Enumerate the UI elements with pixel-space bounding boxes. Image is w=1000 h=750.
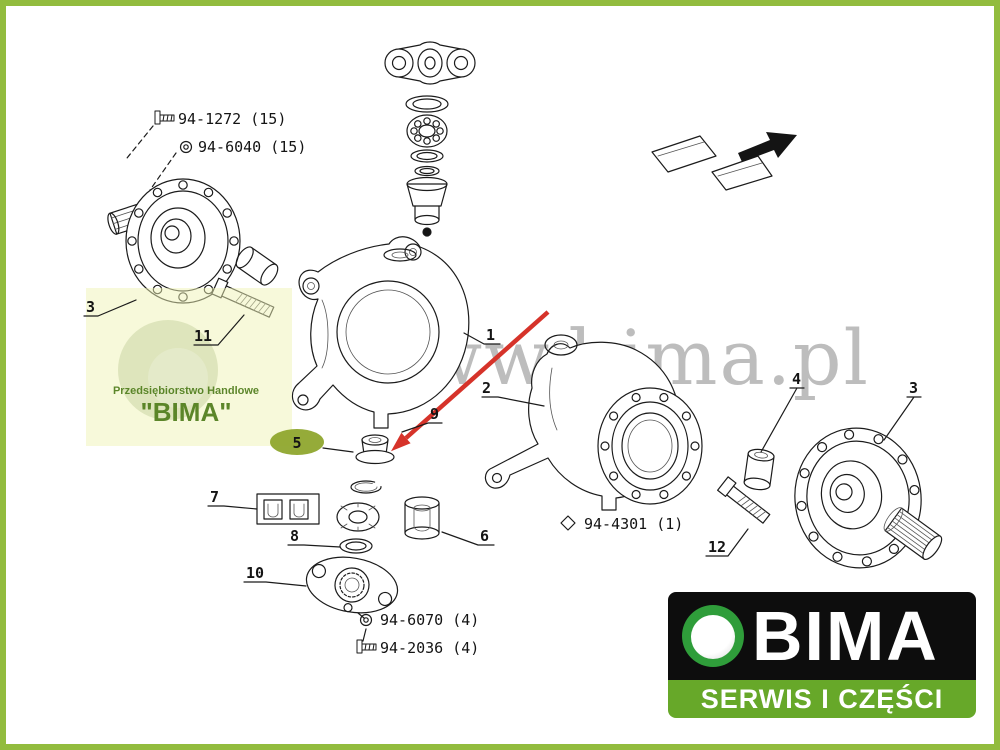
circlip-drawing xyxy=(350,480,382,494)
callout-3-left: 3 xyxy=(86,298,95,316)
diagram-linework xyxy=(107,41,943,642)
pointer-arrow xyxy=(391,310,550,452)
left-knuckle-drawing xyxy=(291,236,470,429)
logo-brand-text: BIMA xyxy=(752,597,939,675)
bushing-drawing xyxy=(235,246,279,286)
logo-ball-icon xyxy=(682,605,744,667)
spacer-cylinder-drawing xyxy=(404,496,440,540)
callout-4: 4 xyxy=(792,370,801,388)
direction-arrow-icon xyxy=(738,132,797,162)
washer-drawing xyxy=(339,538,373,554)
washer-icon xyxy=(359,613,373,627)
callout-5: 5 xyxy=(292,434,301,452)
callout-8: 8 xyxy=(290,527,299,545)
callout-10: 10 xyxy=(246,564,264,582)
seal-kit-box-drawing xyxy=(256,493,320,525)
callout-7: 7 xyxy=(210,488,219,506)
part-label-bottom-bolt: 94-2036 (4) xyxy=(380,639,479,657)
bolt-icon xyxy=(154,110,175,125)
company-watermark-name: "BIMA" xyxy=(140,397,231,427)
kingpin-cap-drawing xyxy=(355,434,395,465)
callout-1: 1 xyxy=(486,326,495,344)
dashed-leader-2 xyxy=(149,152,177,191)
part-label-top-bolt: 94-1272 (15) xyxy=(178,110,286,128)
callout-9: 9 xyxy=(430,405,439,423)
part-label-bottom-washer: 94-6070 (4) xyxy=(380,611,479,629)
washer-icon xyxy=(179,140,193,154)
sheet-arrow-drawing xyxy=(651,132,797,191)
callout-12: 12 xyxy=(708,538,726,556)
dashed-leader-1 xyxy=(126,125,154,159)
right-knuckle-drawing xyxy=(484,334,703,511)
right-hub-shaft-drawing xyxy=(883,507,943,561)
right-hub-drawing xyxy=(794,427,922,569)
company-watermark-line: Przedsiębiorstwo Handlowe xyxy=(113,385,259,397)
bearing-stack-drawing xyxy=(405,95,449,237)
bushing-4-drawing xyxy=(743,448,775,491)
leader-lines xyxy=(83,299,922,587)
part-label-right-diamond: 94-4301 (1) xyxy=(584,515,683,533)
callout-11: 11 xyxy=(194,327,212,345)
callout-3-right: 3 xyxy=(909,379,918,397)
bima-logo-top: BIMA xyxy=(668,592,976,680)
u-joint-cross-drawing xyxy=(384,41,476,85)
diamond-icon xyxy=(560,515,576,531)
bottom-label-connectors xyxy=(357,612,367,642)
bolt-12-drawing xyxy=(717,476,771,524)
logo-tagline: SERWIS I CZĘŚCI xyxy=(668,680,976,718)
company-watermark-overlay: Przedsiębiorstwo Handlowe "BIMA" xyxy=(86,288,292,446)
callout-2: 2 xyxy=(482,379,491,397)
part-label-top-washer: 94-6040 (15) xyxy=(198,138,306,156)
callout-6: 6 xyxy=(480,527,489,545)
highlight-ellipse-part5 xyxy=(270,429,324,455)
lower-bearing-drawing xyxy=(336,502,380,532)
bottom-flange-drawing xyxy=(305,556,399,614)
bima-logo: BIMA SERWIS I CZĘŚCI xyxy=(668,592,976,718)
labels-and-callouts: 94-1272 (15) 94-6040 (15) 94-4301 (1) 94… xyxy=(83,110,922,657)
bolt-icon xyxy=(356,639,377,654)
